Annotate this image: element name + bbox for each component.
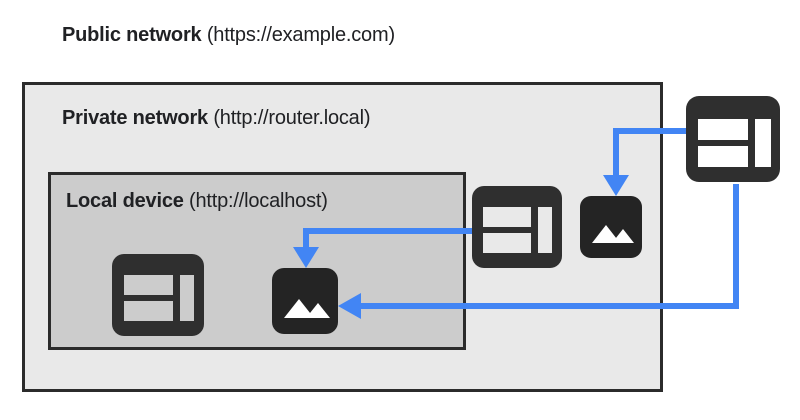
image-local-icon-wrapper[interactable] (272, 268, 338, 334)
image-photo-icon[interactable] (272, 268, 338, 334)
public-network-name: Public network (62, 24, 202, 46)
private-network-name: Private network (62, 107, 208, 129)
local-device-name: Local device (66, 190, 184, 212)
browser-public-icon-wrapper[interactable] (686, 96, 780, 182)
browser-private-icon-wrapper[interactable] (472, 186, 562, 268)
browser-window-icon[interactable] (112, 254, 204, 336)
browser-local-icon-wrapper[interactable] (112, 254, 204, 336)
private-network-url: (http://router.local) (213, 107, 371, 129)
image-private-icon-wrapper[interactable] (580, 196, 642, 258)
public-network-url: (https://example.com) (206, 24, 395, 46)
local-device-label: Local device (http://localhost) (66, 190, 328, 213)
private-network-label: Private network (http://router.local) (62, 107, 370, 130)
browser-window-icon[interactable] (686, 96, 780, 182)
public-network-label: Public network (https://example.com) (62, 24, 395, 47)
image-photo-icon[interactable] (580, 196, 642, 258)
browser-window-icon[interactable] (472, 186, 562, 268)
local-device-url: (http://localhost) (189, 190, 328, 212)
